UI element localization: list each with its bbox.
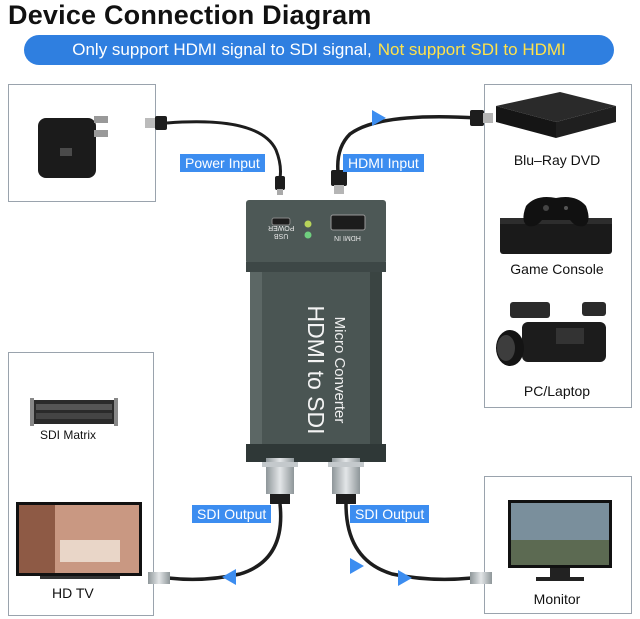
monitor-icon: [508, 500, 612, 581]
usb-power-cable: [145, 116, 285, 195]
sdi-output-left-tag: SDI Output: [192, 505, 272, 523]
notice-banner: Only support HDMI signal to SDI signal, …: [24, 35, 614, 65]
banner-text: Only support HDMI signal to SDI signal,: [72, 40, 372, 59]
bluray-player-icon: [496, 92, 616, 138]
device-usb-label: USB: [274, 232, 289, 239]
pc-laptop-label: PC/Laptop: [523, 383, 591, 399]
device-name: Micro Converter HDMI to SDI: [288, 280, 348, 460]
power-adapter-icon: [38, 116, 108, 178]
hd-tv-label: HD TV: [52, 585, 94, 601]
diagram-title: Device Connection Diagram: [8, 0, 372, 30]
game-console-label: Game Console: [510, 261, 604, 277]
camcorder-icon: [496, 302, 606, 366]
power-input-tag: Power Input: [180, 154, 265, 172]
banner-highlight: Not support SDI to HDMI: [377, 40, 566, 59]
sdi-cable-right: [344, 503, 492, 586]
monitor-label: Monitor: [533, 591, 581, 607]
bluray-label: Blu–Ray DVD: [513, 152, 601, 168]
hdmi-to-sdi-converter: [246, 200, 386, 504]
sdi-matrix-icon: [30, 398, 118, 426]
sdi-matrix-label: SDI Matrix: [40, 428, 97, 442]
device-power-label: POWER: [268, 224, 295, 231]
hd-tv-icon: [16, 502, 142, 579]
device-name-line2: HDMI to SDI: [303, 305, 329, 435]
device-hdmi-in-label: HDMI IN: [334, 234, 361, 241]
hdmi-input-tag: HDMI Input: [343, 154, 424, 172]
game-console-icon: [500, 197, 612, 254]
sdi-output-right-tag: SDI Output: [350, 505, 430, 523]
device-name-line1: Micro Converter: [331, 316, 348, 424]
sdi-cable-left: [148, 503, 283, 585]
hdmi-cable: [331, 110, 493, 194]
